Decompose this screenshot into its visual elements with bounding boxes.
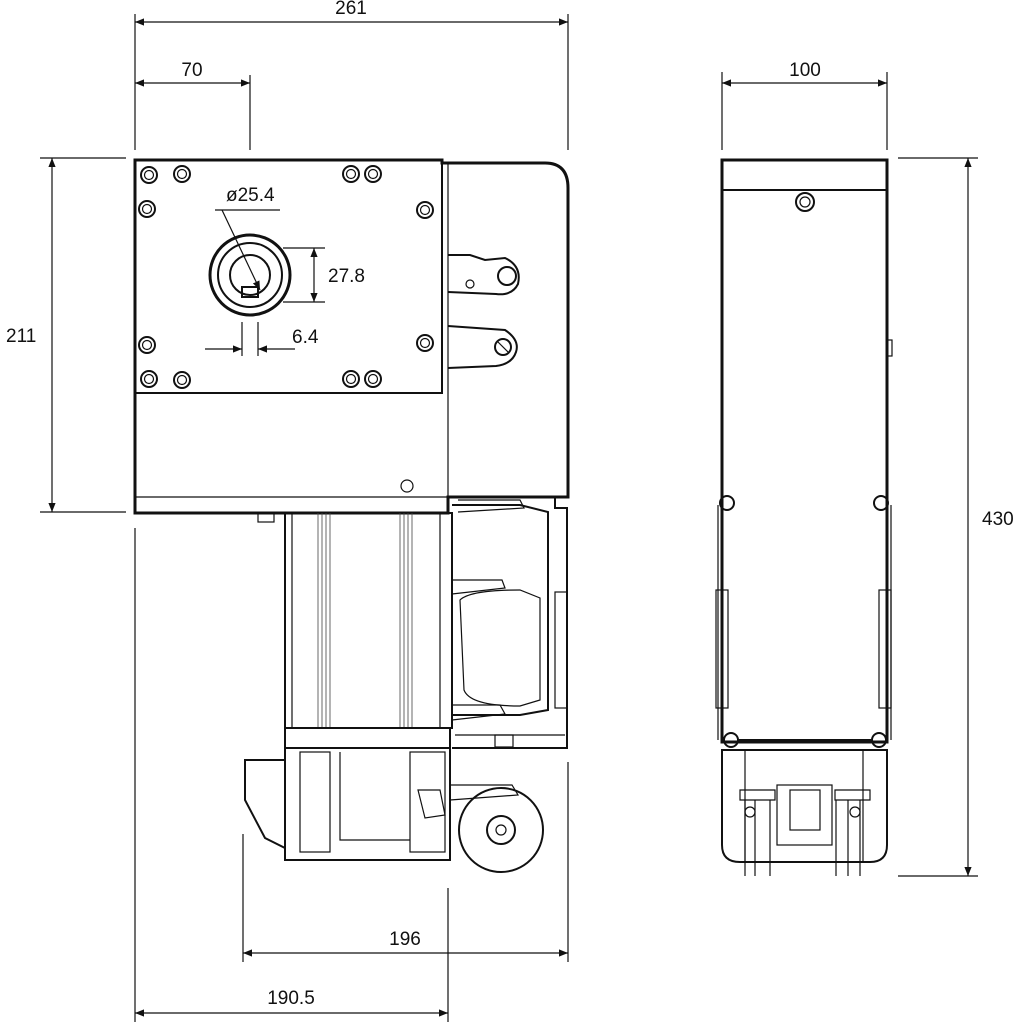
dim-key-width: 6.4 [292, 327, 319, 348]
side-brackets [447, 254, 520, 369]
dim-overall-width: 261 [335, 0, 367, 19]
motor-body [257, 512, 453, 729]
dim-base-width: 190.5 [267, 988, 315, 1009]
side-view [715, 158, 893, 876]
dim-housing-height: 211 [6, 326, 36, 347]
housing-outline [133, 158, 570, 515]
dim-shaft-diameter: ø25.4 [226, 185, 275, 206]
output-shaft [208, 233, 292, 317]
motor-base [244, 727, 520, 861]
dim-side-width: 100 [789, 60, 821, 81]
dim-overall-height: 430 [982, 509, 1014, 530]
dim-keyway-height: 27.8 [328, 266, 365, 287]
flange-plate [134, 159, 443, 394]
front-view [133, 158, 570, 873]
dimension-labels: 261 70 ø25.4 27.8 6.4 211 100 430 196 19… [6, 0, 1014, 1009]
dim-flange-offset: 70 [181, 60, 202, 81]
terminal-box [448, 496, 568, 749]
side-housing [720, 158, 889, 744]
flange-bolt-holes [138, 165, 434, 493]
dim-motor-to-wheel: 196 [389, 929, 421, 950]
dimension-lines [40, 14, 978, 1022]
wheel [458, 787, 544, 873]
